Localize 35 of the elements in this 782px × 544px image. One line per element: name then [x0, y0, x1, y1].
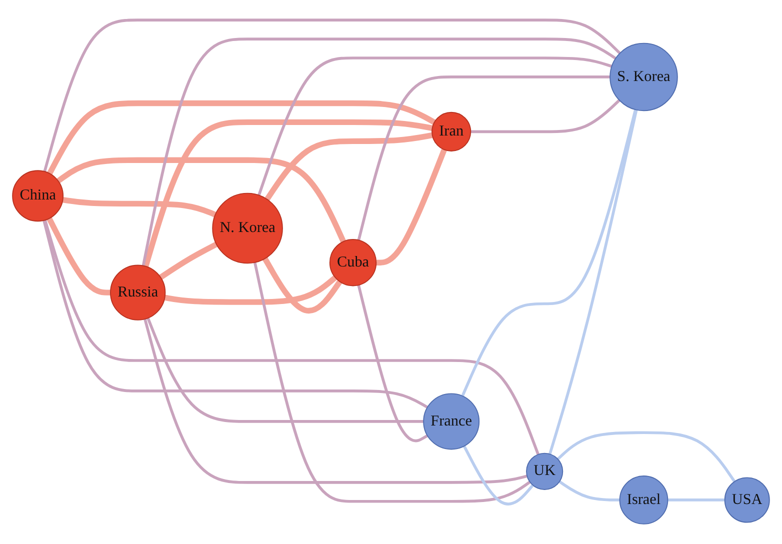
- connector: [44, 220, 540, 455]
- connector: [253, 262, 531, 503]
- node-circle: Israel: [619, 476, 668, 524]
- connector: [144, 318, 528, 484]
- connector: [56, 157, 346, 243]
- connector: [357, 76, 610, 241]
- connector: [42, 220, 428, 409]
- connector: [159, 242, 218, 280]
- connector: [357, 284, 428, 442]
- connector: [558, 480, 620, 502]
- node-circle: France: [423, 393, 480, 450]
- connector: [142, 119, 433, 268]
- connector: [258, 56, 612, 196]
- node-circle: Iran: [432, 112, 472, 152]
- node-circle: Cuba: [329, 239, 377, 286]
- node-circle: USA: [724, 477, 770, 523]
- node-circle: Russia: [110, 264, 166, 320]
- connector: [43, 18, 621, 172]
- node-circle: China: [12, 170, 64, 222]
- connector: [461, 109, 637, 397]
- connector: [146, 317, 424, 423]
- connector: [556, 431, 736, 482]
- node-circle: UK: [526, 452, 564, 490]
- connector: [470, 99, 620, 134]
- connector: [548, 110, 638, 455]
- connector: [668, 498, 725, 502]
- connector: [47, 100, 436, 175]
- connector: [142, 38, 616, 266]
- connector: [62, 197, 216, 218]
- node-circle: N. Korea: [212, 192, 283, 264]
- connector: [164, 275, 338, 305]
- connector: [264, 132, 433, 201]
- connector: [462, 445, 534, 506]
- connector: [262, 257, 342, 314]
- node-circle: S. Korea: [610, 42, 678, 112]
